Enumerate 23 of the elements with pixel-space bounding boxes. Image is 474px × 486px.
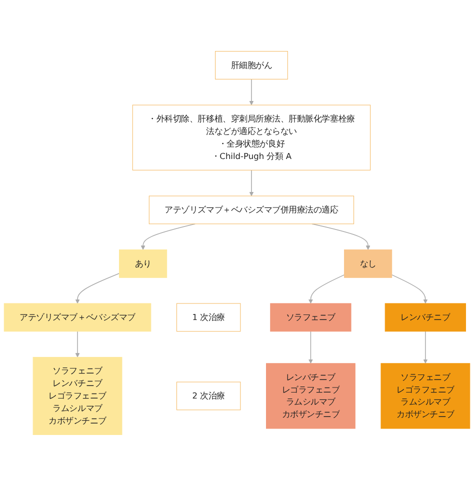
arrow [312, 224, 370, 250]
arrow [391, 274, 428, 304]
arrow [249, 170, 254, 196]
arrow [308, 330, 313, 364]
node-box: 2 次治療 [176, 382, 241, 410]
node-box: レンバチニブ [384, 303, 466, 332]
node-box: アテゾリズマブ＋ベバシズマブ [4, 303, 152, 332]
arrow [140, 224, 196, 250]
arrow [75, 273, 120, 304]
node-box: 1 次治療 [176, 303, 241, 332]
node-box: ソラフェニブ レゴラフェニブ ラムシルマブ カボザンチニブ [380, 363, 470, 429]
arrow [75, 330, 80, 358]
node-box: ソラフェニブ レンバチニブ レゴラフェニブ ラムシルマブ カボザンチニブ [32, 356, 122, 435]
node-box: なし [344, 249, 392, 278]
node-box: ソラフェニブ [270, 303, 352, 332]
arrow [423, 330, 428, 364]
node-box: 肝細胞がん [215, 51, 288, 80]
node-box: ・外科切除、肝移植、穿刺局所療法、肝動脈化学塞栓療法などが適応とならない ・全身状態が良好 ・Child-Pugh 分類 A [132, 104, 371, 170]
node-box: アテゾリズマブ＋ベバシズマブ併用療法の適応 [148, 196, 354, 224]
node-box: あり [119, 249, 168, 278]
node-box: レンバチニブ レゴラフェニブ ラムシルマブ カボザンチニブ [266, 363, 356, 429]
arrow [308, 274, 345, 304]
arrow [249, 78, 254, 106]
